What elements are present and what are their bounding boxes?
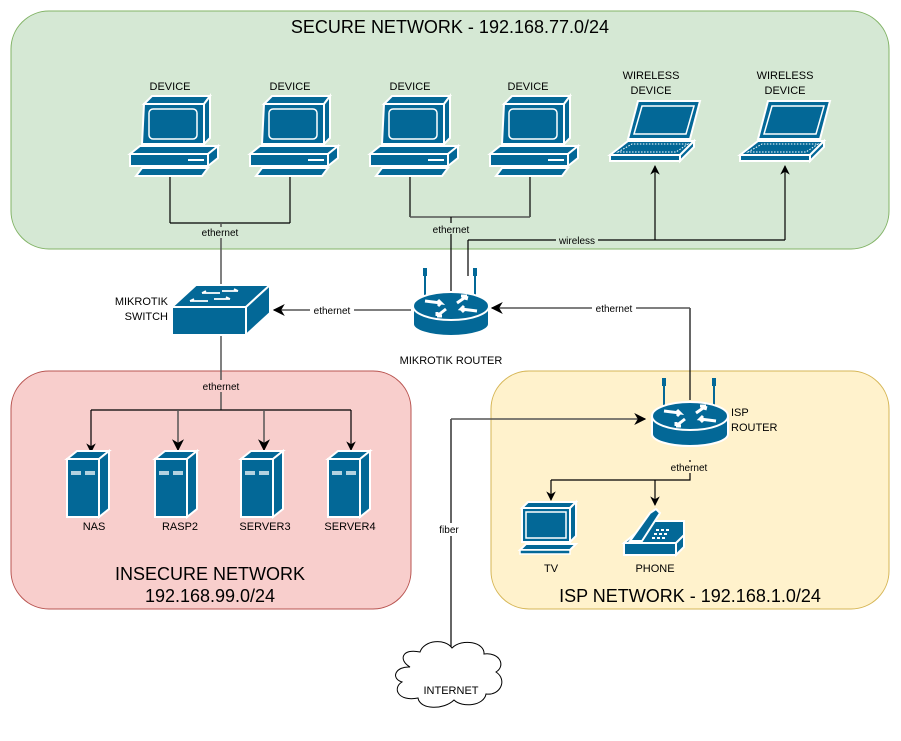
svg-text:ROUTER: ROUTER [731, 422, 778, 434]
svg-text:SWITCH: SWITCH [125, 311, 168, 323]
desktop-icon [369, 95, 459, 177]
svg-text:SERVER4: SERVER4 [324, 521, 375, 533]
svg-text:DEVICE: DEVICE [631, 85, 672, 97]
device-node[interactable]: DEVICE [489, 81, 579, 177]
phone-node[interactable]: PHONE [623, 508, 685, 575]
tv-icon [519, 501, 577, 555]
server-icon [240, 450, 284, 518]
svg-text:TV: TV [544, 563, 559, 575]
link-isp-to-router: ethernet [490, 302, 691, 400]
svg-text:DEVICE: DEVICE [508, 81, 549, 93]
link-router-to-switch: ethernet [272, 304, 411, 317]
server-node[interactable]: SERVER3 [239, 450, 291, 533]
ethernet-label: ethernet [671, 463, 708, 474]
svg-text:DEVICE: DEVICE [390, 81, 431, 93]
svg-text:DEVICE: DEVICE [765, 85, 806, 97]
desktop-icon [249, 95, 339, 177]
svg-text:WIRELESS: WIRELESS [623, 70, 680, 82]
svg-text:SERVER3: SERVER3 [239, 521, 290, 533]
ethernet-label: ethernet [314, 306, 351, 317]
svg-text:DEVICE: DEVICE [150, 81, 191, 93]
server-node[interactable]: RASP2 [154, 450, 198, 533]
link-isp-router-to-devices: ethernet [546, 460, 711, 506]
insecure-network-zone [10, 370, 412, 610]
link-wireless: wireless [467, 165, 790, 276]
ethernet-label: ethernet [202, 228, 239, 239]
desktop-icon [129, 95, 219, 177]
insecure-network-subnet: 192.168.99.0/24 [145, 586, 275, 606]
server-icon [66, 450, 110, 518]
svg-text:INTERNET: INTERNET [424, 685, 479, 697]
cloud-icon [395, 641, 503, 708]
fiber-label: fiber [439, 525, 459, 536]
svg-text:NAS: NAS [83, 521, 106, 533]
desktop-icon [489, 95, 579, 177]
device-node[interactable]: DEVICE [369, 81, 459, 177]
server-node[interactable]: SERVER4 [324, 450, 376, 533]
link-switch-to-servers: ethernet [86, 336, 356, 453]
device-node[interactable]: DEVICE [129, 81, 219, 177]
link-internet-fiber: fiber [436, 413, 647, 650]
server-icon [327, 450, 371, 518]
svg-text:MIKROTIK ROUTER: MIKROTIK ROUTER [400, 355, 503, 367]
insecure-network-title: INSECURE NETWORK [115, 564, 305, 584]
svg-text:ISP: ISP [731, 407, 749, 419]
server-node[interactable]: NAS [66, 450, 110, 533]
svg-text:PHONE: PHONE [635, 563, 674, 575]
device-node[interactable]: DEVICE [249, 81, 339, 177]
svg-text:MIKROTIK: MIKROTIK [115, 296, 169, 308]
isp-router-node[interactable]: ISP ROUTER [650, 376, 778, 448]
mikrotik-switch-node[interactable]: MIKROTIK SWITCH [115, 284, 271, 336]
wireless-device-node[interactable]: WIRELESS DEVICE [609, 70, 701, 162]
svg-text:DEVICE: DEVICE [270, 81, 311, 93]
ethernet-label: ethernet [596, 304, 633, 315]
isp-network-title: ISP NETWORK - 192.168.1.0/24 [559, 586, 821, 606]
link-secure-right-ethernet: ethernet [405, 165, 535, 305]
svg-text:RASP2: RASP2 [162, 521, 198, 533]
switch-icon [171, 284, 271, 336]
ethernet-label: ethernet [433, 225, 470, 236]
wireless-device-node[interactable]: WIRELESS DEVICE [739, 70, 831, 162]
svg-text:WIRELESS: WIRELESS [757, 70, 814, 82]
server-icon [154, 450, 198, 518]
wireless-label: wireless [558, 236, 595, 247]
secure-network-title: SECURE NETWORK - 192.168.77.0/24 [291, 17, 609, 37]
ethernet-label: ethernet [203, 382, 240, 393]
internet-cloud-node[interactable]: INTERNET [395, 641, 503, 708]
tv-node[interactable]: TV [519, 501, 577, 575]
mikrotik-router-node[interactable]: MIKROTIK ROUTER [400, 266, 503, 367]
